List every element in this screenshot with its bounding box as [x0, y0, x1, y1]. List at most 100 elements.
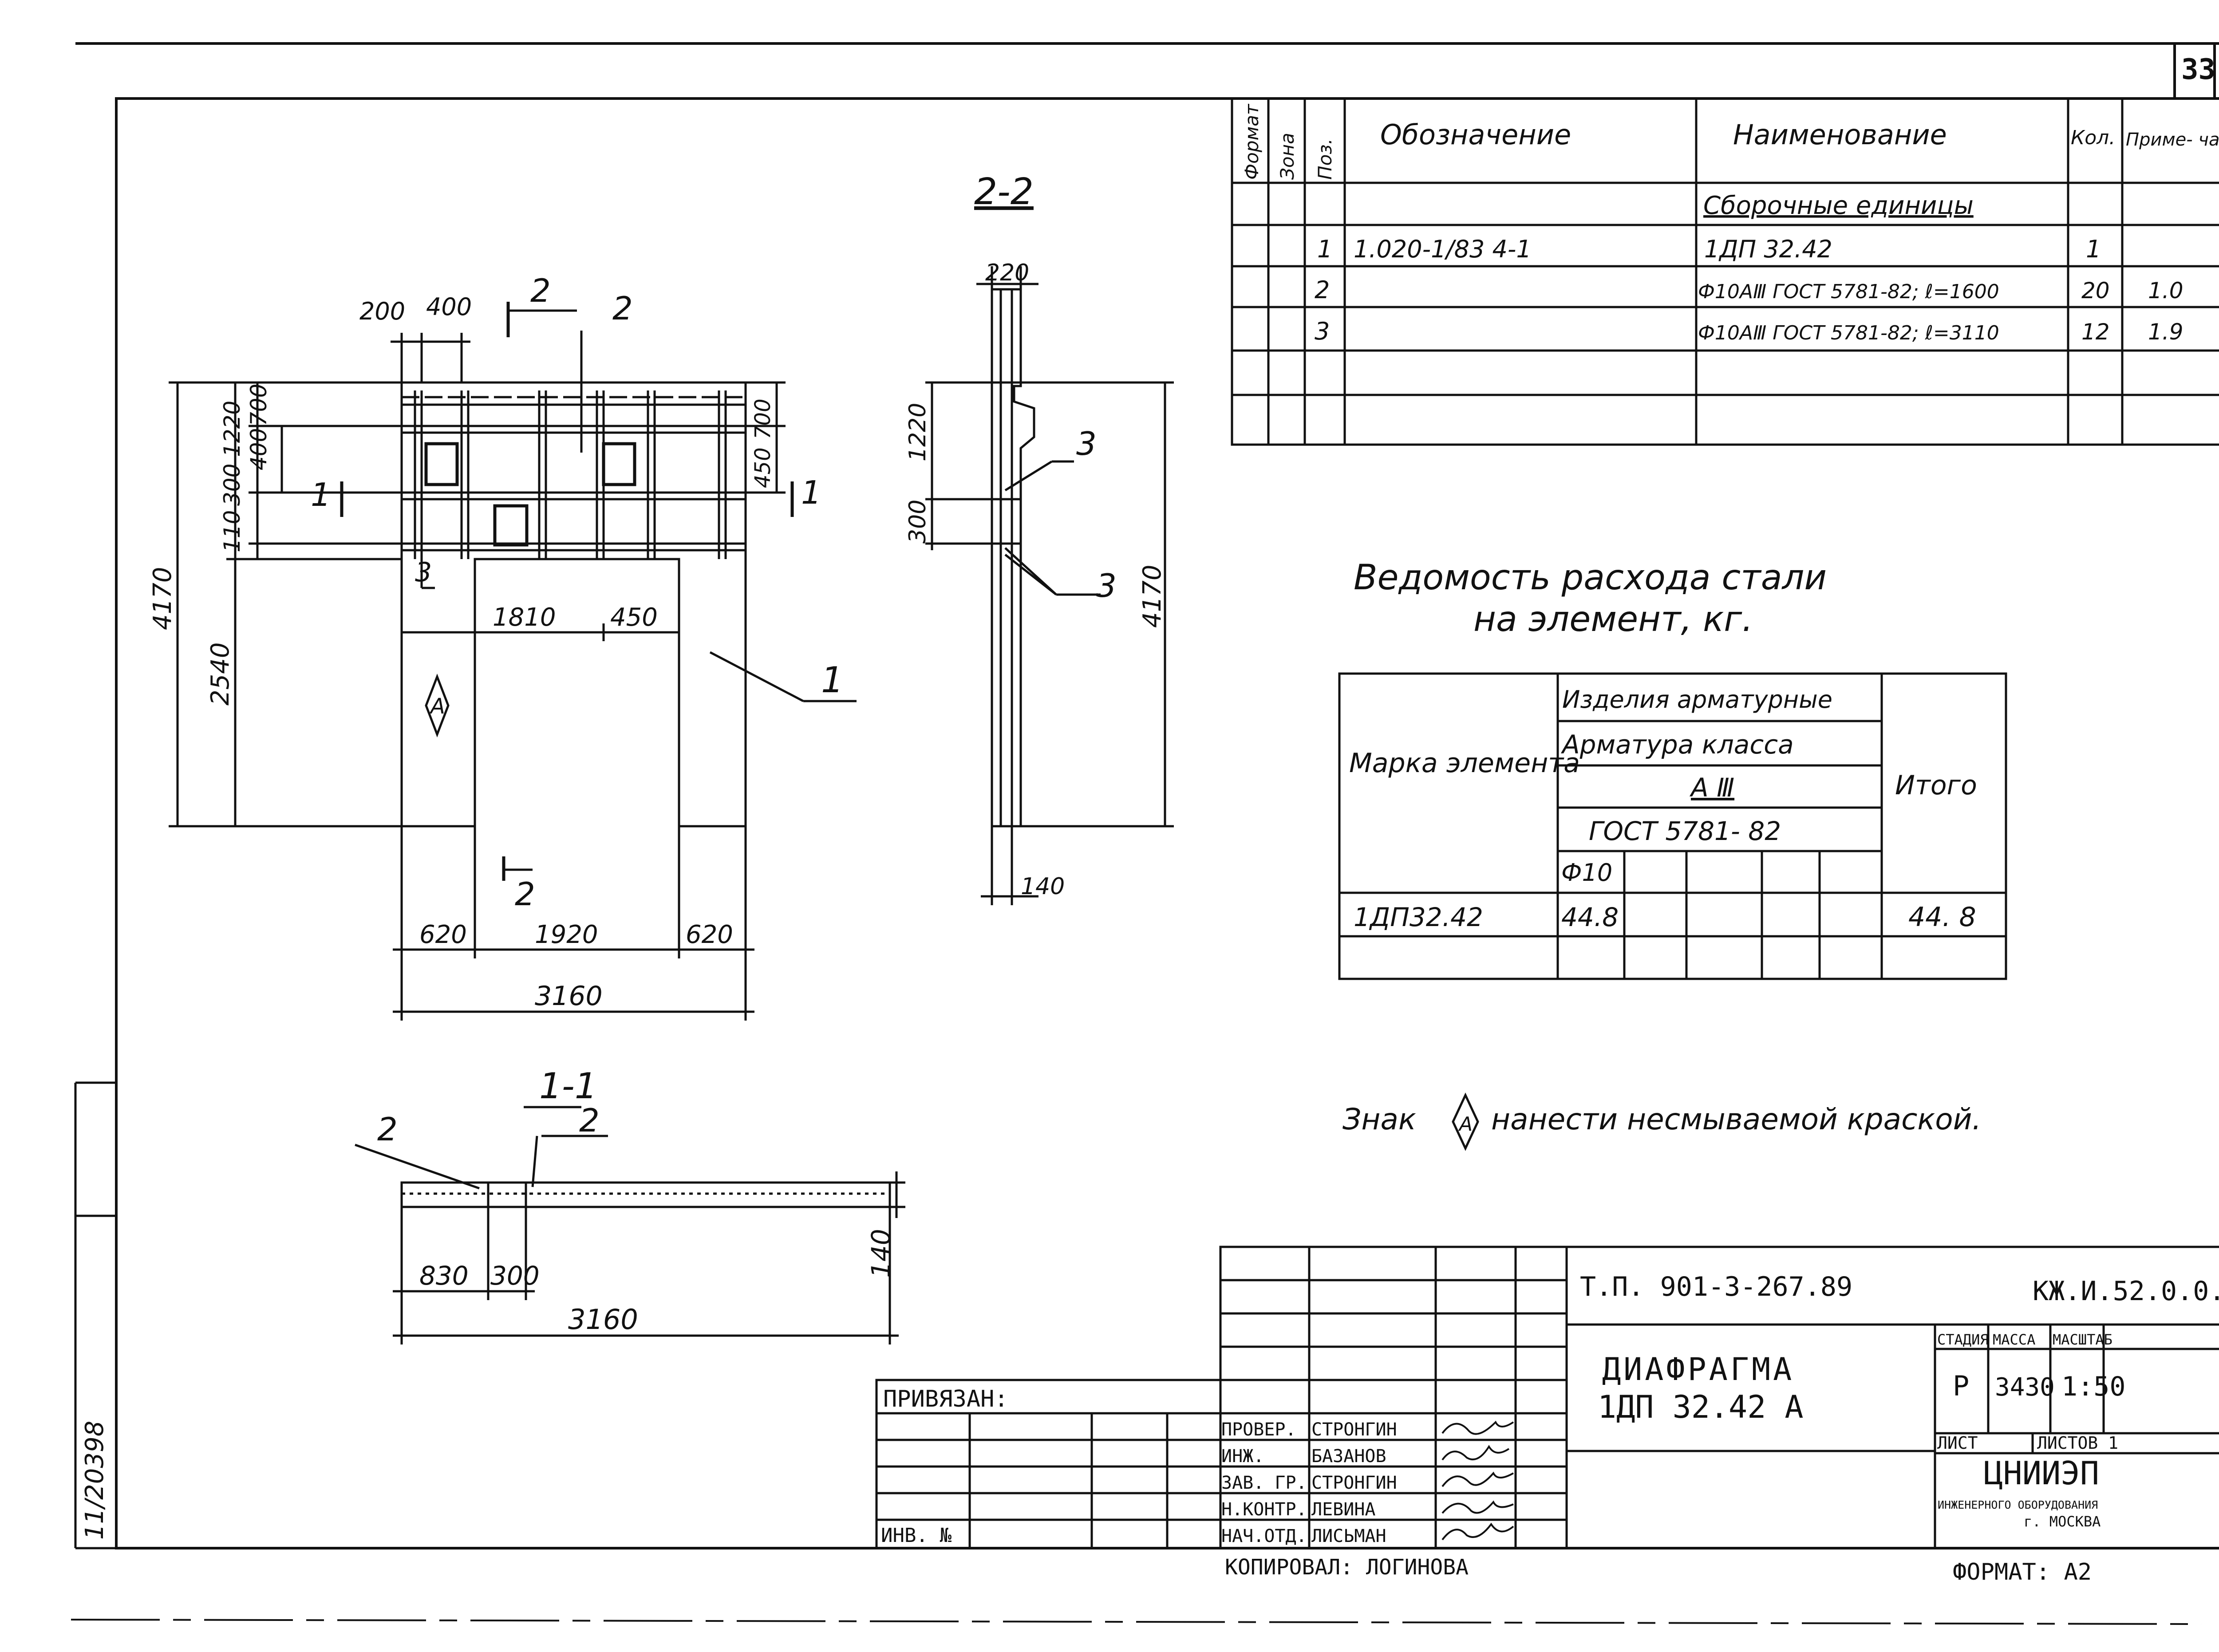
note-after: нанести несмываемой краской. [1491, 1102, 1982, 1136]
spec-row-name: 1ДП 32.42 [1704, 235, 1832, 263]
section-11-callout-right: 2 [579, 1102, 600, 1139]
tb-mass: 3430 [1995, 1373, 2055, 1402]
dim-left-400: 400 [246, 428, 272, 470]
mark-diamond-icon [425, 674, 450, 737]
section-22-callout-3a: 3 [1076, 425, 1097, 462]
section-mark-right: 1 [801, 474, 821, 511]
section-2-2: 2-2 220 1220 300 4170 1 [904, 171, 1174, 905]
dim-height-lower: 2540 [206, 642, 235, 706]
section-11-thickness: 140 [866, 1229, 896, 1278]
signature-icons [1441, 1420, 1514, 1541]
callout-1: 1 [821, 659, 844, 701]
steel-table: Ведомость расхода стали на элемент, кг. … [1338, 558, 2007, 980]
dim-bottom-620-right: 620 [686, 920, 733, 949]
spec-table: Формат Зона Поз. Обозначение Наименовани… [1231, 97, 2219, 446]
spec-header-format: Формат [1241, 103, 1263, 180]
spec-row-qty: 1 [2086, 235, 2101, 263]
spec-row-qty: 20 [2081, 278, 2110, 304]
tb-org2: ИНЖЕНЕРНОГО ОБОРУДОВАНИЯ [1938, 1498, 2098, 1511]
spec-row-qty: 12 [2081, 319, 2110, 345]
section-22-callout-3b: 3 [1096, 567, 1117, 604]
section-22-top-width: 220 [985, 260, 1029, 286]
tb-role: ИНЖ. [1221, 1446, 1264, 1467]
tb-role: ПРОВЕР. [1221, 1419, 1296, 1440]
spec-header-note: Приме- чание [2126, 130, 2219, 150]
spec-header-pos: Поз. [1314, 138, 1336, 180]
tb-role: ЗАВ. ГР. [1221, 1473, 1307, 1493]
spec-row-note: 1.9 [2148, 319, 2183, 345]
title-block: ПРИВЯЗАН: ИНВ. № ПРОВЕР. СТРОНГИН ИНЖ. Б… [875, 1246, 2219, 1585]
spec-section-title: Сборочные единицы [1703, 191, 1974, 220]
steel-title-line1: Ведомость расхода стали [1354, 558, 1827, 598]
tb-person: БАЗАНОВ [1311, 1446, 1386, 1467]
section-1-1: 1-1 2 2 140 830 300 3160 [355, 1065, 905, 1344]
dim-450: 450 [610, 603, 658, 632]
dim-left-700: 700 [246, 384, 272, 426]
section-11-total: 3160 [568, 1303, 638, 1336]
side-stamp: 11/20398 [80, 1421, 109, 1540]
tb-mass-label: МАССА [1993, 1331, 2035, 1348]
dim-right-700: 700 [750, 398, 775, 439]
note-mark: А [1458, 1113, 1473, 1136]
steel-row-value: 44.8 [1561, 902, 1619, 932]
steel-h5: Ф10 [1561, 859, 1612, 887]
spec-row-pos: 2 [1315, 276, 1330, 304]
tb-attached: ПРИВЯЗАН: [883, 1386, 1008, 1412]
dim-top-200: 200 [359, 297, 405, 325]
section-11-dim-830: 830 [419, 1261, 469, 1291]
note-before: Знак [1342, 1102, 1416, 1136]
tb-sheets-label: ЛИСТОВ 1 [2037, 1433, 2118, 1453]
steel-h1: Изделия арматурные [1562, 686, 1832, 714]
steel-col-mark: Марка элемента [1349, 748, 1580, 779]
dim-total-width: 3160 [535, 981, 603, 1012]
section-22-title: 2-2 [974, 171, 1034, 213]
main-elevation: А 4170 2540 110 300 400 700 1220 200 400… [148, 272, 857, 1021]
spec-row-note: 1.0 [2148, 278, 2183, 304]
dim-top-400: 400 [426, 293, 472, 321]
tb-name-line2: 1ДП 32.42 А [1598, 1389, 1804, 1425]
section-mark-left: 1 [311, 476, 331, 513]
callout-3: 3 [415, 557, 432, 588]
tb-sheet-label: ЛИСТ [1937, 1433, 1978, 1453]
spec-header-zone: Зона [1276, 133, 1298, 180]
steel-row-mark: 1ДП32.42 [1354, 902, 1483, 932]
tb-person: ЛЕВИНА [1311, 1499, 1376, 1520]
spec-row-designation: 1.020-1/83 4-1 [1354, 235, 1532, 263]
dim-left-300: 300 [219, 464, 245, 506]
spec-row-name: Ф10АⅢ ГОСТ 5781-82; ℓ=3110 [1698, 322, 1999, 344]
tb-code: КЖ.И.52.0.0. [2033, 1276, 2219, 1307]
dim-right-450: 450 [750, 447, 775, 488]
paint-note: Знак А нанести несмываемой краской. [1342, 1092, 1982, 1151]
section-mark-top-right: 2 [612, 290, 633, 327]
dim-left-1220: 1220 [219, 401, 245, 457]
spec-row-name: Ф10АⅢ ГОСТ 5781-82; ℓ=1600 [1698, 280, 1999, 303]
spec-header-name: Наименование [1733, 118, 1947, 151]
elevation-mark: А [429, 694, 445, 719]
steel-h4: ГОСТ 5781- 82 [1589, 816, 1781, 846]
tb-stage-label: СТАДИЯ [1937, 1331, 1989, 1348]
section-mark-bottom: 2 [515, 875, 535, 913]
steel-title-line2: на элемент, кг. [1473, 599, 1753, 639]
spec-header-qty: Кол. [2071, 126, 2115, 149]
section-22-height: 4170 [1138, 564, 1167, 628]
section-22-dim-300: 300 [904, 500, 931, 544]
tb-role: НАЧ.ОТД. [1221, 1526, 1307, 1546]
tb-copied: КОПИРОВАЛ: ЛОГИНОВА [1225, 1555, 1469, 1580]
dim-overall-height: 4170 [148, 567, 177, 630]
dim-opening-width: 1810 [493, 603, 556, 632]
tb-inv: ИНВ. № [881, 1524, 952, 1547]
spec-row-pos: 1 [1317, 235, 1332, 263]
dim-bottom-620-left: 620 [419, 920, 467, 949]
tb-person: СТРОНГИН [1311, 1419, 1397, 1440]
steel-h3: А Ⅲ [1689, 773, 1734, 803]
steel-col-total: Итого [1895, 770, 1977, 801]
mark-diamond-icon [1452, 1092, 1479, 1151]
sheet-number: 33 [2181, 53, 2215, 86]
section-11-title: 1-1 [539, 1065, 597, 1107]
section-11-callout-left: 2 [377, 1111, 398, 1148]
spec-header-designation: Обозначение [1380, 118, 1571, 151]
tb-stage: Р [1953, 1370, 1969, 1402]
steel-h2: Арматура класса [1560, 729, 1794, 760]
tb-person: ЛИСЬМАН [1311, 1526, 1386, 1546]
